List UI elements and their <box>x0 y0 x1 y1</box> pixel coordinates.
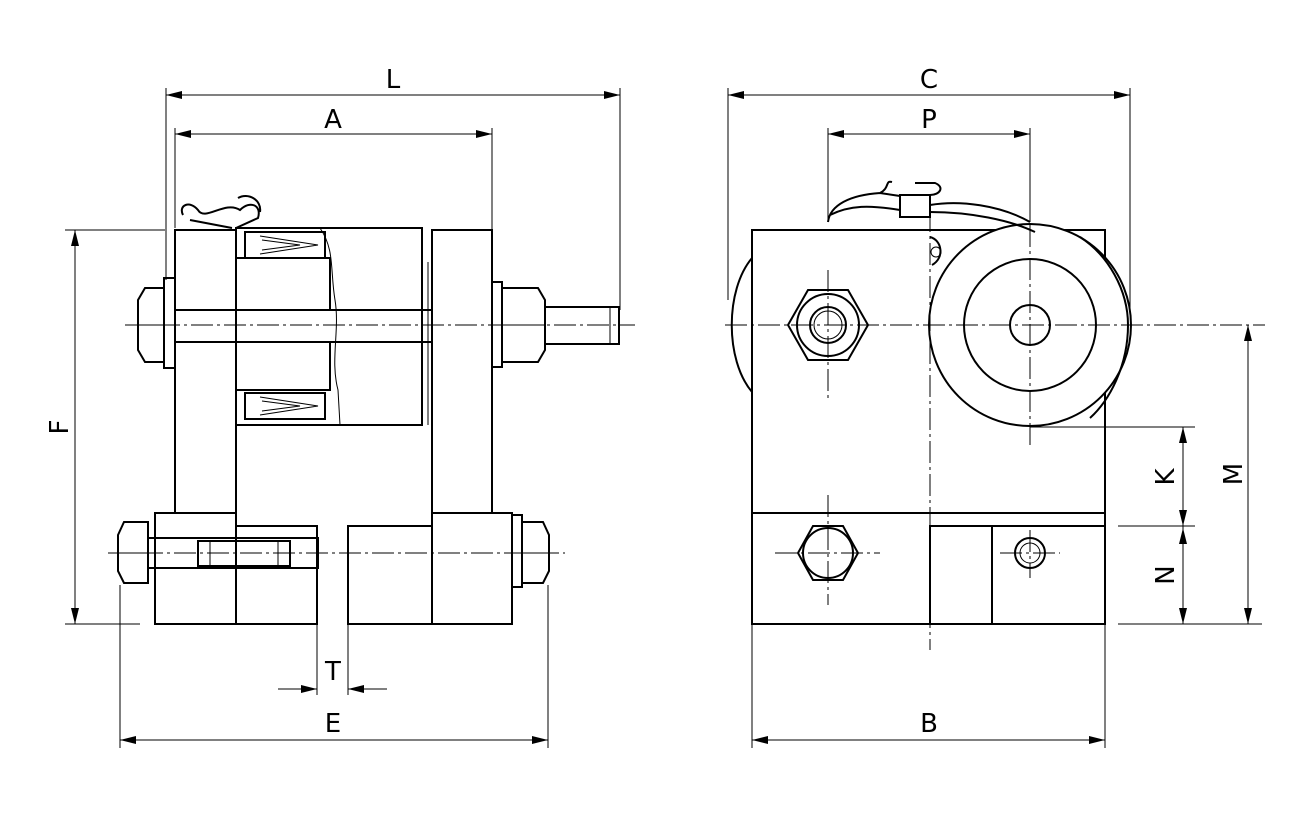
label-N: N <box>1151 565 1181 584</box>
label-L: L <box>386 65 401 95</box>
dimension-lines <box>65 88 1262 748</box>
inner-block-lower <box>235 341 331 391</box>
label-B: B <box>920 709 938 739</box>
label-E: E <box>325 709 341 739</box>
base-block-right <box>347 525 433 625</box>
side-view <box>108 194 635 625</box>
label-C: C <box>920 65 938 95</box>
left-plate <box>174 229 237 514</box>
inner-block-upper <box>235 257 331 311</box>
dimension-labels: L A F T E C P K M N B <box>45 65 1249 739</box>
label-T: T <box>324 657 341 687</box>
base-upright-foot <box>431 512 513 625</box>
shaft-washer-left <box>163 277 176 369</box>
label-F: F <box>45 420 75 435</box>
wire-harness <box>827 180 1036 233</box>
spring-box-upper <box>244 231 326 259</box>
label-P: P <box>921 105 937 135</box>
front-view <box>725 180 1265 650</box>
spring-box-lower <box>244 392 326 420</box>
cylinder-break-line <box>319 227 341 426</box>
wire-clip <box>180 194 262 229</box>
label-K: K <box>1151 468 1181 486</box>
front-base <box>751 512 1106 625</box>
wire-connector <box>899 194 931 218</box>
spring-upper <box>259 235 319 255</box>
label-M: M <box>1219 463 1249 485</box>
spring-lower <box>259 396 319 416</box>
right-upright <box>431 229 493 515</box>
label-A: A <box>324 105 342 135</box>
base-washer-right <box>511 514 523 588</box>
